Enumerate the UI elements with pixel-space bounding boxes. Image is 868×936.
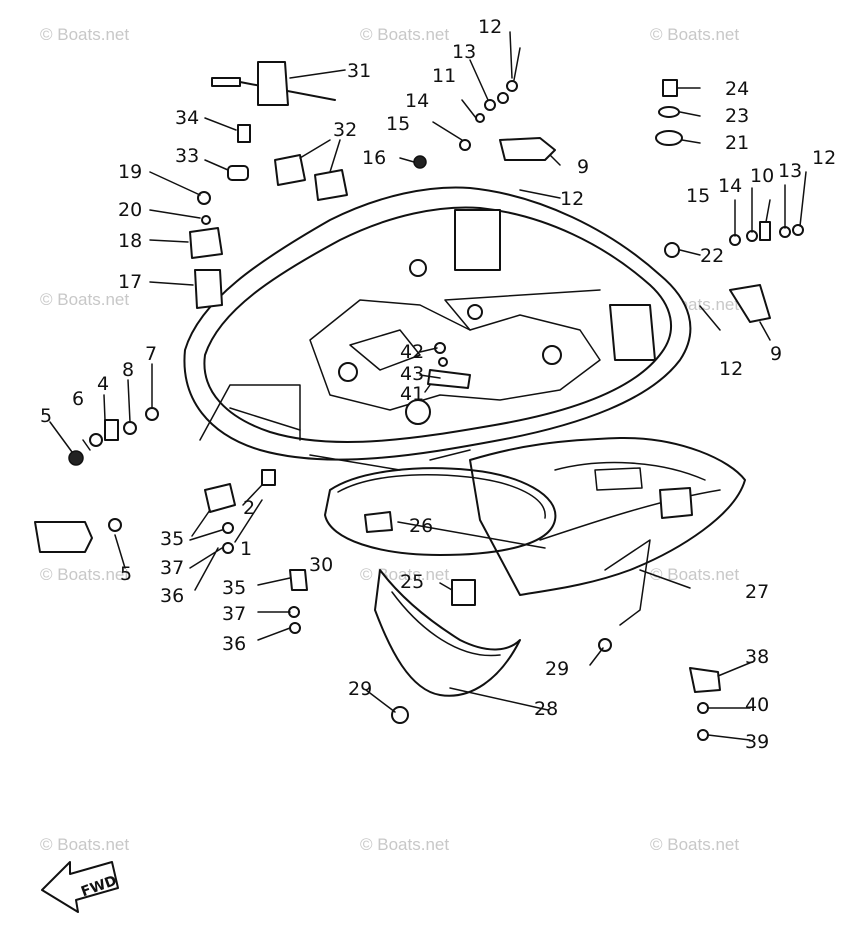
callout-38: 38 — [745, 646, 769, 668]
callouts: 31 34 33 32 19 20 18 17 16 12 13 11 14 1… — [40, 16, 836, 753]
callout-29-right: 29 — [545, 658, 569, 680]
side-cover-part-27 — [469, 436, 746, 626]
callout-12-top: 12 — [478, 16, 502, 38]
callout-9-right: 9 — [770, 343, 782, 365]
callout-15-right: 15 — [686, 185, 710, 207]
callout-12-right: 12 — [812, 147, 836, 169]
callout-13-top: 13 — [452, 41, 476, 63]
watermark: © Boats.net — [360, 25, 449, 44]
callout-41: 41 — [400, 383, 424, 405]
callout-12-lower: 12 — [719, 358, 743, 380]
callout-43: 43 — [400, 363, 424, 385]
callout-37-a: 37 — [160, 557, 184, 579]
callout-11: 11 — [432, 65, 456, 87]
callout-35-b: 35 — [222, 577, 246, 599]
watermark: © Boats.net — [650, 25, 739, 44]
watermark: © Boats.net — [40, 565, 129, 584]
callout-29-left: 29 — [348, 678, 372, 700]
callout-8: 8 — [122, 359, 134, 381]
callout-14-top: 14 — [405, 90, 429, 112]
hardware-parts — [34, 61, 804, 741]
watermark: © Boats.net — [40, 835, 129, 854]
callout-21: 21 — [725, 132, 749, 154]
callout-2: 2 — [243, 497, 255, 519]
seal-part-30 — [324, 467, 557, 556]
callout-26: 26 — [409, 515, 433, 537]
callout-1: 1 — [240, 538, 252, 560]
watermark: © Boats.net — [650, 565, 739, 584]
watermark: © Boats.net — [40, 290, 129, 309]
callout-24: 24 — [725, 78, 749, 100]
callout-31: 31 — [347, 60, 371, 82]
callout-10: 10 — [750, 165, 774, 187]
callout-25: 25 — [400, 571, 424, 593]
callout-35-a: 35 — [160, 528, 184, 550]
callout-42: 42 — [400, 341, 424, 363]
callout-28: 28 — [534, 698, 558, 720]
callout-6: 6 — [72, 388, 84, 410]
watermark: © Boats.net — [360, 835, 449, 854]
callout-5-lower: 5 — [120, 563, 132, 585]
callout-12-mid: 12 — [560, 188, 584, 210]
callout-30: 30 — [309, 554, 333, 576]
callout-4: 4 — [97, 373, 109, 395]
callout-7: 7 — [145, 343, 157, 365]
callout-32: 32 — [333, 119, 357, 141]
leader-lines — [49, 31, 807, 741]
callout-39: 39 — [745, 731, 769, 753]
callout-16: 16 — [362, 147, 386, 169]
callout-22: 22 — [700, 245, 724, 267]
callout-23: 23 — [725, 105, 749, 127]
forward-direction-arrow: FWD — [41, 861, 119, 913]
callout-20: 20 — [118, 199, 142, 221]
callout-40: 40 — [745, 694, 769, 716]
apron-part-28 — [374, 569, 521, 697]
callout-9-top: 9 — [577, 156, 589, 178]
callout-36-a: 36 — [160, 585, 184, 607]
callout-27: 27 — [745, 581, 769, 603]
callout-34: 34 — [175, 107, 199, 129]
callout-13-right: 13 — [778, 160, 802, 182]
watermark: © Boats.net — [650, 835, 739, 854]
watermark: © Boats.net — [40, 25, 129, 44]
callout-18: 18 — [118, 230, 142, 252]
callout-36-b: 36 — [222, 633, 246, 655]
callout-14-right: 14 — [718, 175, 742, 197]
bottom-cowling — [183, 186, 692, 471]
callout-17: 17 — [118, 271, 142, 293]
callout-33: 33 — [175, 145, 199, 167]
callout-15-top: 15 — [386, 113, 410, 135]
callout-37-b: 37 — [222, 603, 246, 625]
callout-5-left: 5 — [40, 405, 52, 427]
callout-19: 19 — [118, 161, 142, 183]
